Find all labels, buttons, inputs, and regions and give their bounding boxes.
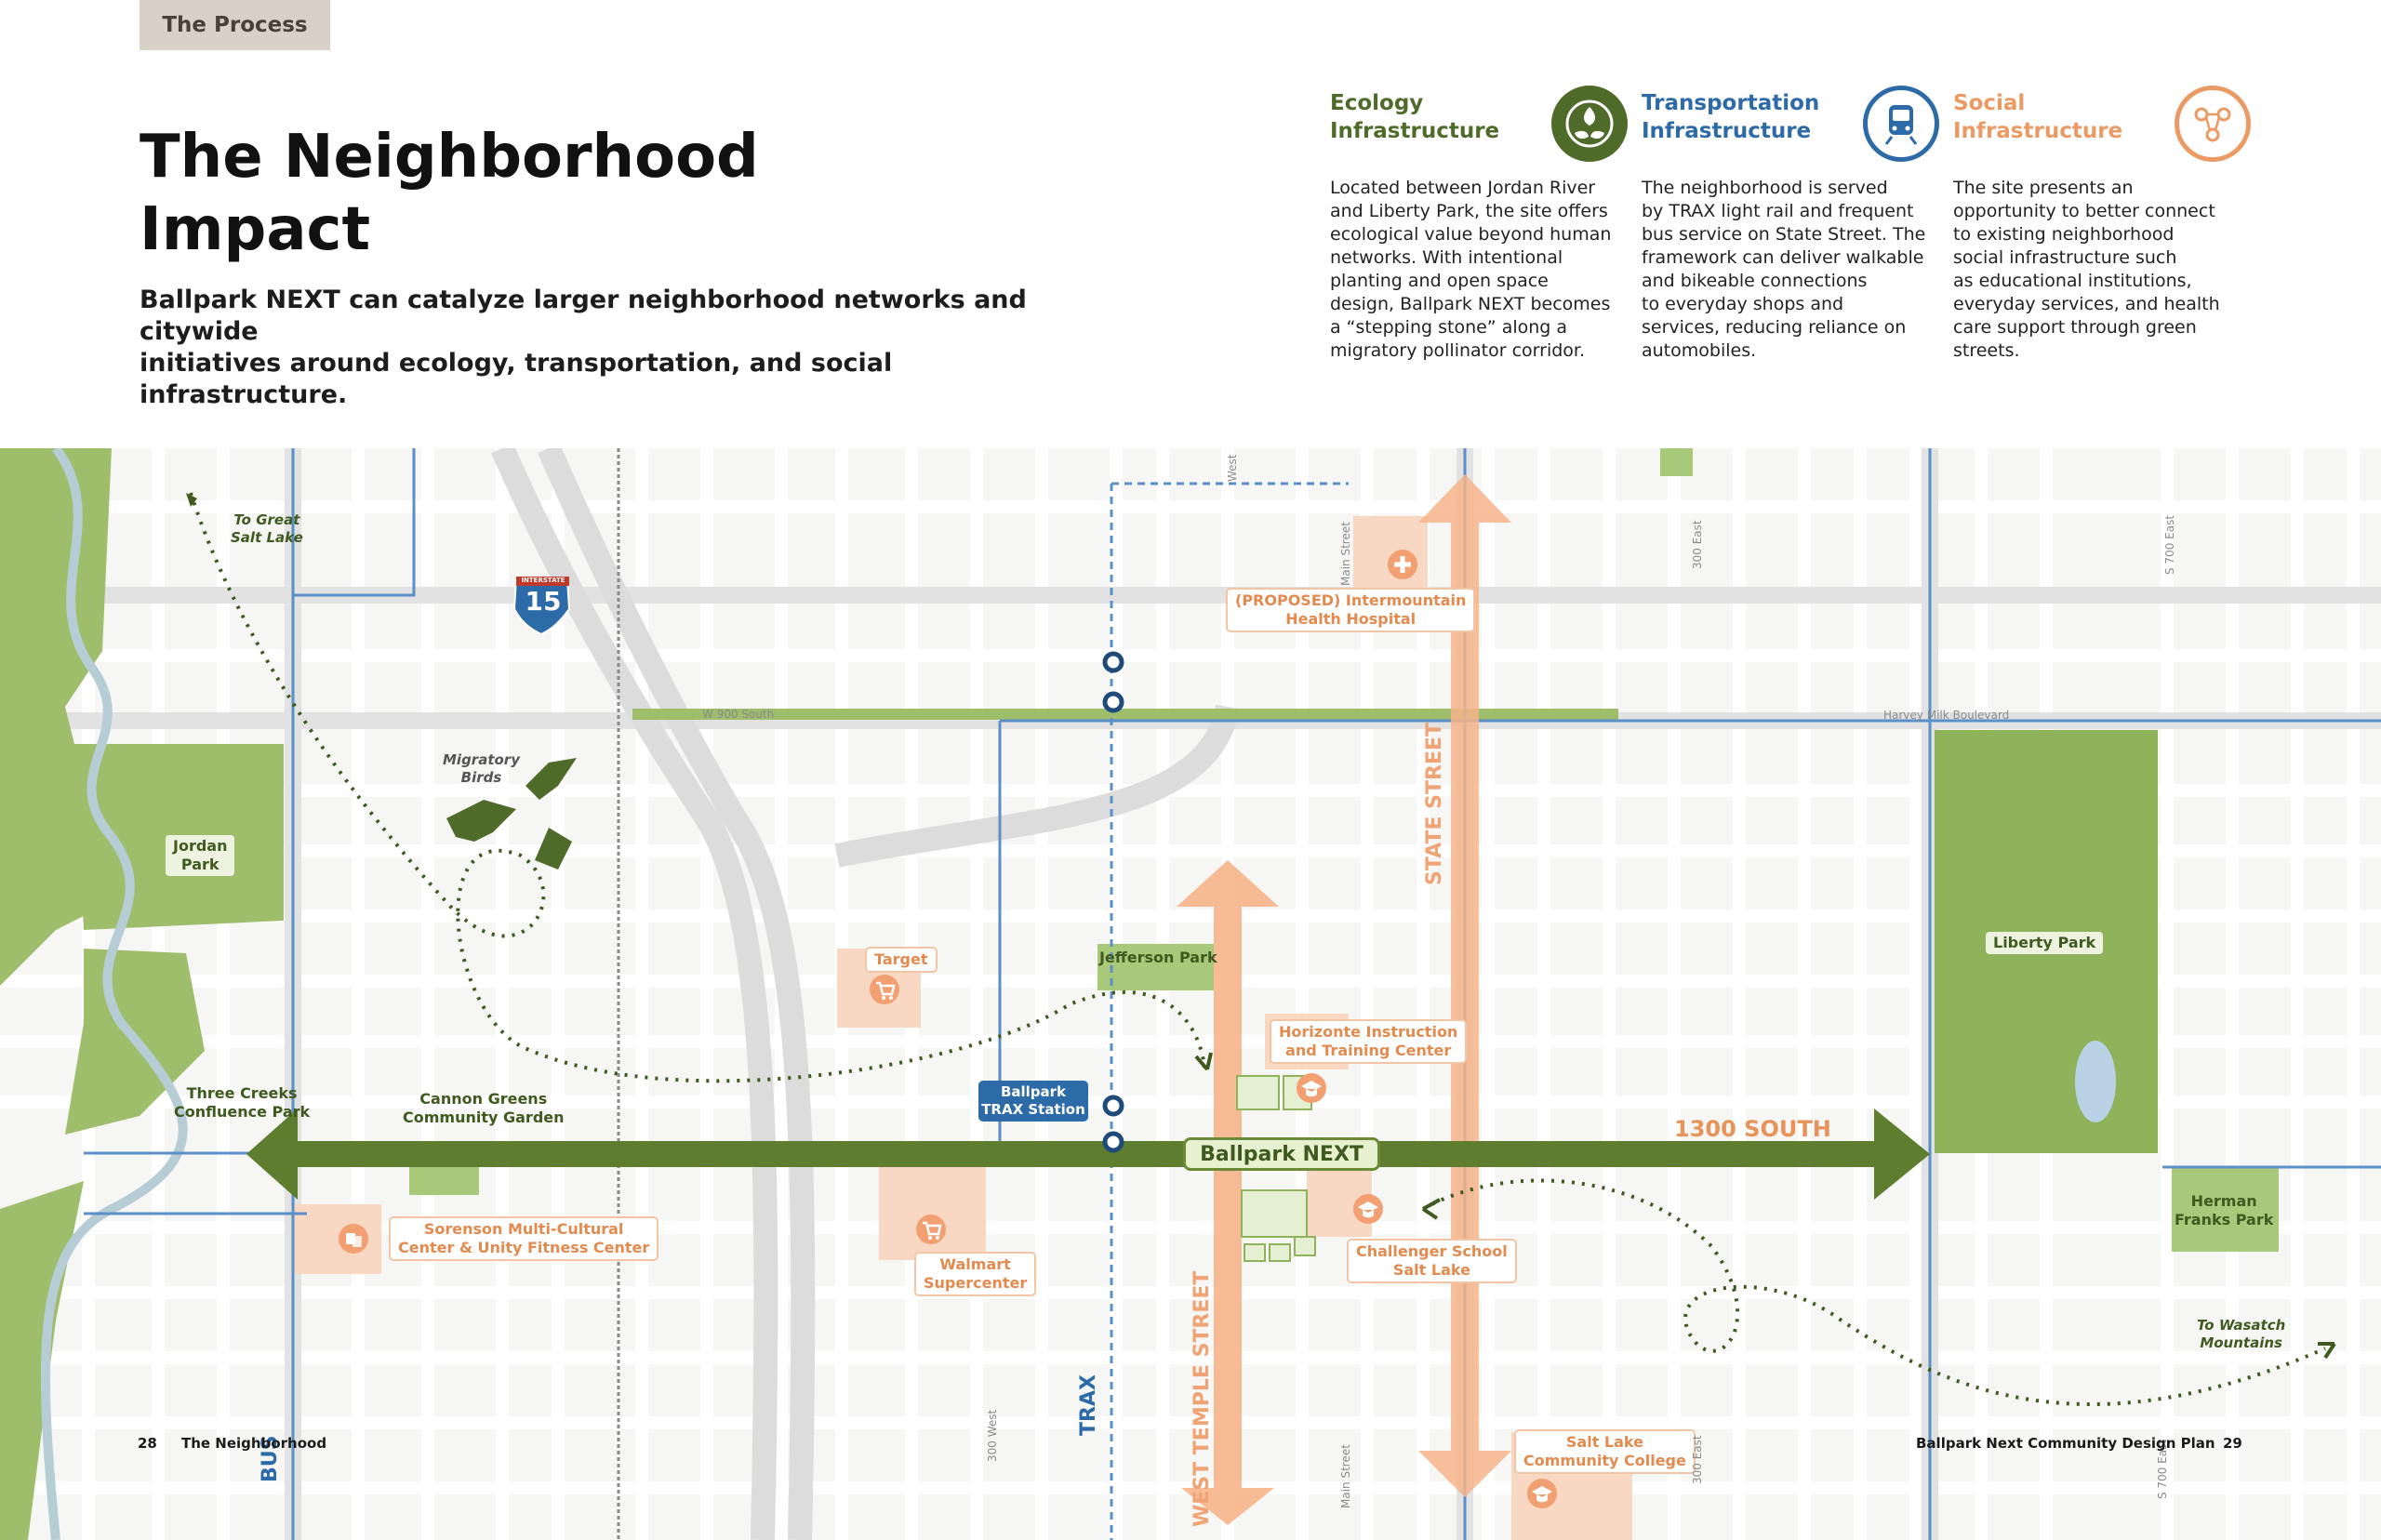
hospital-icon xyxy=(1388,550,1417,579)
w-900-south-label: W 900 South xyxy=(702,708,775,721)
tree-band xyxy=(632,709,1618,720)
arrowhead-challenger xyxy=(1421,1198,1441,1220)
interstate-shield-label: INTERSTATE xyxy=(521,577,565,584)
cart-icon-target xyxy=(870,975,899,1004)
main-street-label: Main Street xyxy=(1339,522,1352,586)
jordan-river xyxy=(40,448,188,1540)
ballpark-next-label: Ballpark NEXT xyxy=(1183,1137,1380,1171)
300-east-label-south: 300 East xyxy=(1691,1435,1704,1484)
liberty-pond xyxy=(2075,1041,2116,1122)
harvey-milk-label: Harvey Milk Boulevard xyxy=(1883,709,2010,722)
pollinator-path-west xyxy=(189,492,1206,1083)
leaf-cycle-icon xyxy=(1551,86,1628,162)
1300-south-label: 1300 SOUTH xyxy=(1674,1116,1831,1142)
page-title: The Neighborhood Impact xyxy=(140,123,759,264)
herman-franks-area xyxy=(2172,1166,2279,1252)
footer-right-page: 29 xyxy=(2223,1435,2242,1452)
trax-stops xyxy=(1102,651,1124,1153)
section-tab: The Process xyxy=(140,0,330,50)
liberty-park-label: Liberty Park xyxy=(1986,932,2104,954)
arrowhead-wasatch xyxy=(2318,1342,2336,1360)
main-street-label-south: Main Street xyxy=(1339,1444,1352,1508)
jefferson-park-label: Jefferson Park xyxy=(1099,949,1217,966)
interstate-15 xyxy=(491,448,1240,1540)
west-street-label: West xyxy=(1226,454,1239,482)
school-icon-horizonte xyxy=(1297,1073,1326,1103)
page-subtitle: Ballpark NEXT can catalyze larger neighb… xyxy=(140,285,1027,409)
school-icon-challenger xyxy=(1353,1194,1383,1224)
site-buildings xyxy=(1236,1075,1316,1262)
green-corridor-arrow xyxy=(246,1109,1930,1200)
target-label: Target xyxy=(865,947,938,973)
arrowhead-site xyxy=(1194,1052,1213,1071)
west-temple-label: WEST TEMPLE STREET xyxy=(1190,1270,1214,1527)
state-street-arrow xyxy=(1418,474,1511,1497)
birds-icon xyxy=(446,758,577,870)
300-west-label: 300 West xyxy=(986,1409,999,1462)
arrowhead-great-salt-lake xyxy=(186,493,197,507)
people-network-icon xyxy=(2175,86,2251,162)
interstate-shield-icon xyxy=(512,577,571,636)
jefferson-park-area xyxy=(1097,944,1214,990)
footer-left-section: The Neighborhood xyxy=(181,1435,327,1452)
interstate-number: 15 xyxy=(525,586,562,617)
footer-left-page: 28 xyxy=(138,1435,157,1452)
trax-label: TRAX xyxy=(1077,1374,1100,1436)
train-icon xyxy=(1863,86,1939,162)
footer-right-title: Ballpark Next Community Design Plan xyxy=(1916,1435,2215,1452)
700-east-label: S 700 East xyxy=(2163,514,2176,575)
state-street-label: STATE STREET xyxy=(1423,722,1446,885)
pollinator-path-east xyxy=(1422,1178,2326,1406)
fitness-icon xyxy=(339,1224,368,1254)
west-temple-arrow xyxy=(1177,860,1279,1525)
300-east-label: 300 East xyxy=(1691,520,1704,569)
school-icon-slcc xyxy=(1527,1479,1557,1508)
cart-icon-walmart xyxy=(916,1215,946,1244)
